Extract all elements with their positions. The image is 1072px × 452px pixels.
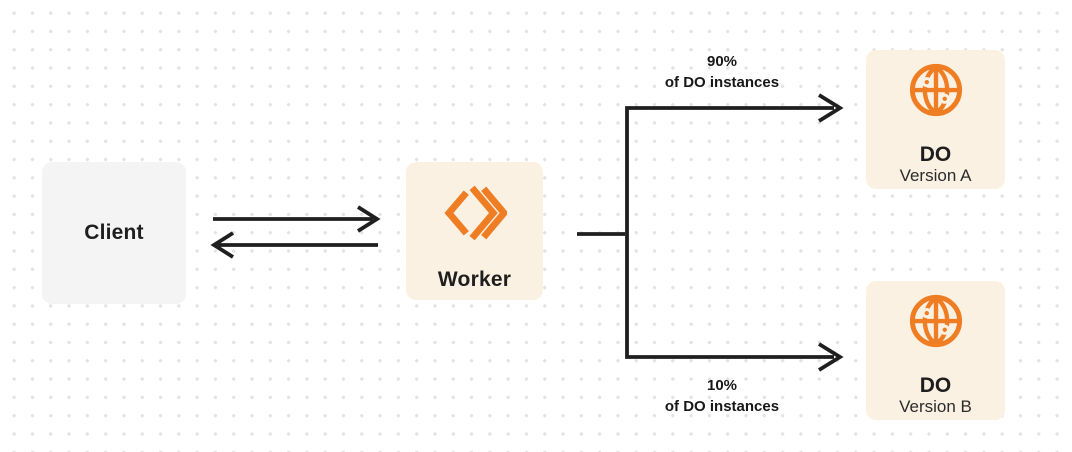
worker-label: Worker [437, 268, 512, 291]
route-a-percent: 90% [706, 53, 738, 70]
do-version-a-node: DO Version A [866, 50, 1005, 189]
worker-node: Worker [406, 162, 543, 300]
client-label: Client [84, 221, 144, 244]
route-b-percent: 10% [706, 377, 738, 394]
do-a-subtitle: Version A [899, 166, 972, 185]
cloudflare-workers-icon [443, 184, 508, 242]
globe-icon [908, 293, 964, 349]
branch-trunk [625, 106, 834, 359]
do-version-b-node: DO Version B [866, 281, 1005, 420]
route-b-label: 10% of DO instances [622, 375, 822, 417]
client-node: Client [42, 162, 186, 304]
do-b-subtitle: Version B [899, 397, 972, 416]
do-b-title: DO [919, 374, 952, 397]
globe-icon [908, 62, 964, 118]
route-a-caption: of DO instances [664, 74, 780, 91]
do-a-title: DO [919, 143, 952, 166]
client-to-worker-arrow [213, 205, 381, 233]
worker-to-client-arrow [210, 231, 378, 259]
route-a-label: 90% of DO instances [622, 51, 822, 93]
route-b-caption: of DO instances [664, 398, 780, 415]
arrowhead-to-do-b [817, 342, 844, 372]
arrowhead-to-do-a [817, 93, 844, 123]
